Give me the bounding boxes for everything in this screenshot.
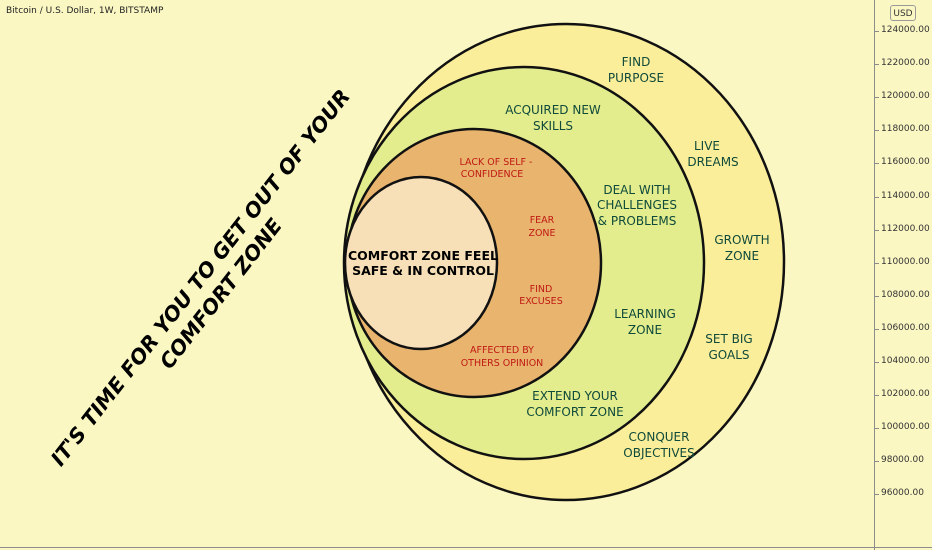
headline-line1: IT'S TIME FOR YOU TO GET OUT OF YOUR	[46, 85, 355, 471]
price-tick-label: 96000.00	[881, 488, 924, 499]
learning-zone-label-line2: ZONE	[628, 323, 662, 337]
currency-button[interactable]: USD	[890, 5, 916, 21]
tick-mark	[875, 461, 879, 463]
tick-mark	[875, 229, 879, 231]
growth-zone-label-line1: GROWTH	[714, 233, 769, 247]
affected-opinion-line1: AFFECTED BY	[470, 345, 534, 356]
lack-confidence-line2: CONFIDENCE	[461, 169, 524, 180]
price-tick-label: 116000.00	[881, 157, 930, 168]
price-tick-label: 124000.00	[881, 25, 930, 35]
tick-mark	[875, 196, 879, 198]
fear-zone-label-line1: FEAR	[530, 215, 555, 226]
lack-confidence-line1: LACK OF SELF -	[460, 157, 533, 168]
tick-mark	[875, 428, 879, 430]
tick-mark	[875, 362, 879, 363]
tick-mark	[875, 130, 879, 132]
extend-comfort-line2: COMFORT ZONE	[526, 405, 623, 419]
price-tick-label: 112000.00	[881, 223, 930, 234]
tick-mark	[875, 328, 879, 330]
set-goals-line1: SET BIG	[705, 332, 752, 346]
price-scale[interactable]: USD 124000.00 122000.00 120000.00 118000.00…	[874, 0, 932, 550]
price-tick-label: 108000.00	[881, 289, 930, 300]
conquer-objectives-line1: CONQUER	[629, 430, 690, 444]
growth-zone-label-line2: ZONE	[725, 249, 759, 263]
deal-challenges-line3: & PROBLEMS	[598, 214, 677, 228]
affected-opinion-line2: OTHERS OPINION	[461, 358, 544, 369]
extend-comfort-line1: EXTEND YOUR	[532, 389, 618, 403]
price-tick-label: 118000.00	[881, 124, 930, 135]
comfort-zone-diagram: IT'S TIME FOR YOU TO GET OUT OF YOUR COM…	[46, 22, 786, 502]
tick-mark	[875, 97, 879, 99]
price-tick-label: 114000.00	[881, 190, 930, 201]
acquired-skills-line1: ACQUIRED NEW	[505, 103, 601, 117]
find-purpose-line1: FIND	[622, 55, 651, 69]
acquired-skills-line2: SKILLS	[533, 119, 573, 133]
tick-mark	[875, 395, 879, 397]
price-tick-label: 102000.00	[881, 389, 930, 400]
price-tick-label: 106000.00	[881, 322, 930, 333]
price-tick-label: 100000.00	[881, 422, 930, 433]
tick-mark	[875, 494, 879, 496]
tick-mark	[875, 262, 879, 264]
conquer-objectives-line2: OBJECTIVES	[623, 446, 694, 460]
deal-challenges-line1: DEAL WITH	[603, 183, 670, 197]
symbol-title: Bitcoin / U.S. Dollar, 1W, BITSTAMP	[6, 6, 164, 16]
find-purpose-line2: PURPOSE	[608, 71, 664, 85]
tick-mark	[875, 163, 879, 165]
comfort-zone-line2: SAFE & IN CONTROL	[352, 263, 494, 278]
price-tick-label: 122000.00	[881, 58, 930, 69]
time-axis-divider	[0, 547, 932, 548]
live-dreams-line1: LIVE	[694, 139, 720, 153]
fear-zone-label-line2: ZONE	[528, 228, 555, 239]
live-dreams-line2: DREAMS	[687, 155, 738, 169]
chart-pane[interactable]: Bitcoin / U.S. Dollar, 1W, BITSTAMP IT'S…	[0, 0, 874, 550]
price-tick-label: 120000.00	[881, 91, 930, 102]
deal-challenges-line2: CHALLENGES	[597, 198, 677, 212]
tick-mark	[875, 64, 879, 66]
comfort-zone-line1: COMFORT ZONE FEEL	[348, 248, 498, 263]
find-excuses-line1: FIND	[530, 284, 553, 295]
price-tick-label: 110000.00	[881, 256, 930, 267]
learning-zone-label-line1: LEARNING	[614, 307, 676, 321]
price-tick-label: 104000.00	[881, 356, 930, 366]
price-tick-label: 98000.00	[881, 455, 924, 466]
tick-mark	[875, 31, 879, 32]
comfort-zone-circle	[343, 175, 499, 351]
find-excuses-line2: EXCUSES	[519, 296, 562, 307]
set-goals-line2: GOALS	[708, 348, 749, 362]
tick-mark	[875, 295, 879, 297]
